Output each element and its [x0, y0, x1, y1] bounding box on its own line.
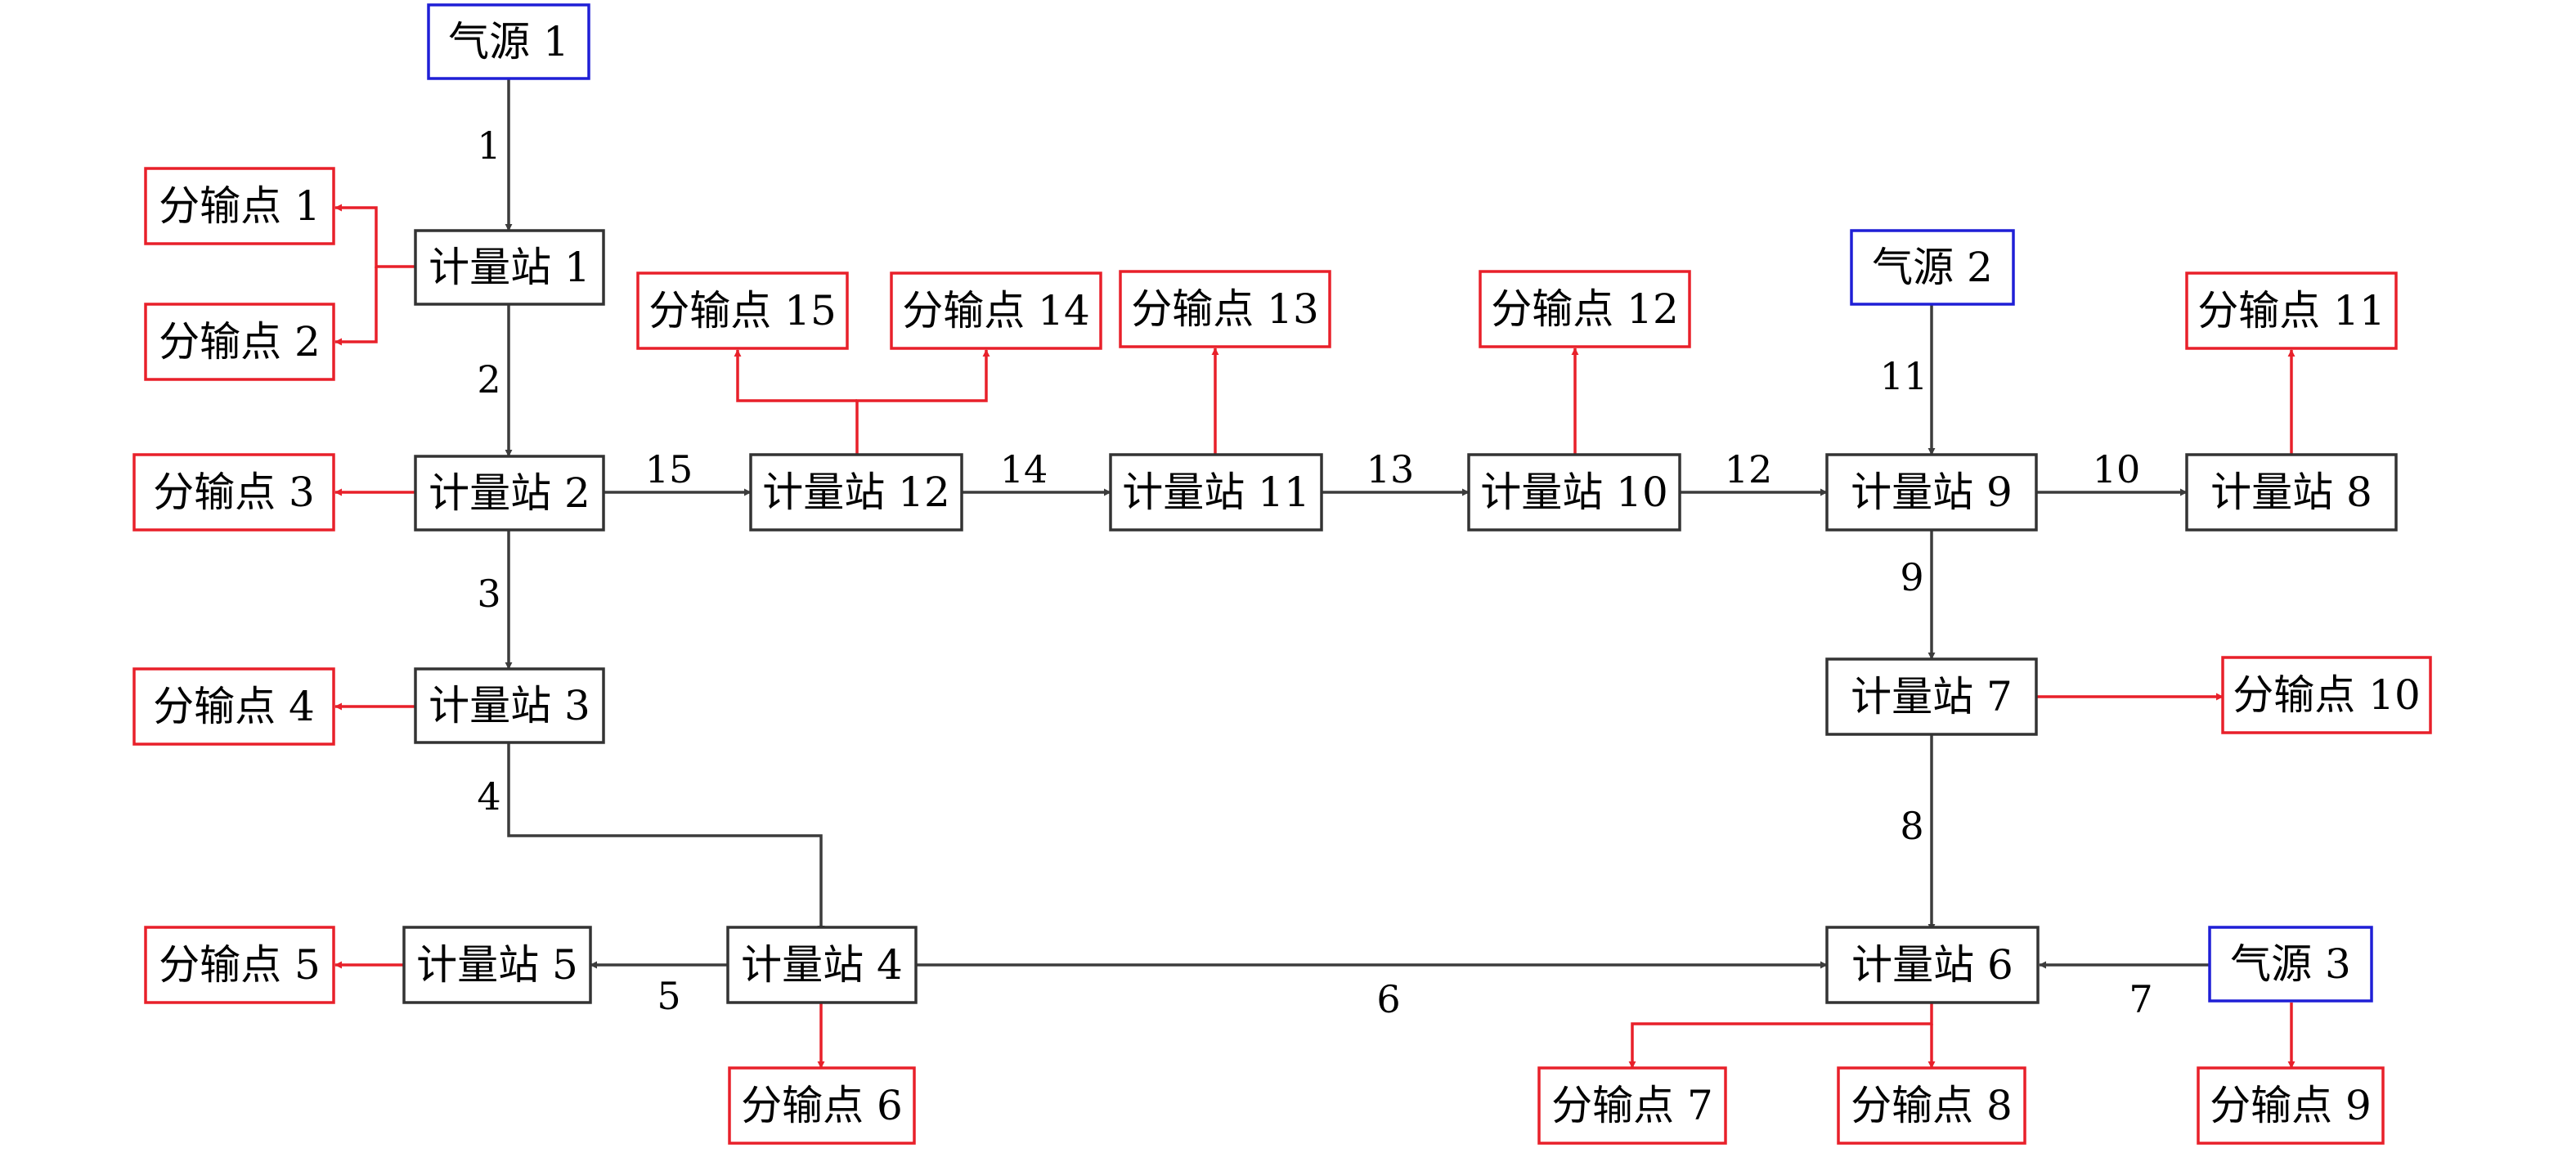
pipe-label-4: 4	[477, 774, 500, 819]
station-5-box	[402, 926, 592, 1004]
source-1-box	[427, 3, 590, 80]
station-11-box	[1109, 453, 1323, 532]
station-4-box	[726, 926, 918, 1004]
source-2-box	[1850, 229, 2015, 306]
offtake-12-box	[1479, 270, 1691, 348]
station-11-label: 计量站 11	[1122, 469, 1310, 516]
station-9-label: 计量站 9	[1851, 469, 2013, 516]
station-1-label: 计量站 1	[429, 244, 590, 291]
branch-st1-off2	[334, 267, 378, 346]
offtake-5-box	[144, 926, 335, 1004]
station-3-label: 计量站 3	[429, 682, 590, 729]
offtake-13-box	[1119, 270, 1331, 348]
offtake-3-label: 分输点 3	[153, 469, 315, 516]
offtake-4-label: 分输点 4	[153, 683, 315, 730]
offtake-9-box	[2197, 1066, 2385, 1145]
offtake-14-label: 分输点 14	[902, 287, 1090, 334]
station-2-label: 计量站 2	[429, 469, 590, 517]
branch-st6-off7	[1628, 1003, 1933, 1069]
offtake-11-label: 分输点 11	[2197, 287, 2385, 334]
station-3-box	[414, 667, 605, 744]
pipe-label-12: 12	[1725, 447, 1773, 491]
station-6-box	[1825, 926, 2040, 1004]
gas-sources: 气源 1 气源 2 气源 3	[427, 3, 2373, 1003]
offtake-8-box	[1837, 1066, 2026, 1145]
pipe-label-6: 6	[1376, 977, 1400, 1021]
offtake-2-label: 分输点 2	[159, 318, 321, 366]
offtake-1-box	[144, 167, 335, 245]
pipe-label-11: 11	[1880, 354, 1928, 398]
station-10-box	[1467, 453, 1681, 532]
offtake-15-label: 分输点 15	[648, 287, 837, 334]
pipe-label-10: 10	[2093, 447, 2141, 491]
station-2-box	[414, 455, 605, 532]
station-12-box	[749, 453, 963, 532]
station-10-label: 计量站 10	[1480, 469, 1668, 516]
pipe-label-13: 13	[1367, 447, 1415, 491]
source-1-label: 气源 1	[448, 18, 569, 65]
offtake-5-label: 分输点 5	[159, 941, 321, 989]
station-6-label: 计量站 6	[1851, 941, 2013, 989]
metering-stations: 计量站 1 计量站 2 计量站 3 计量站 4 计量站 5 计量站 6 计量站 …	[402, 229, 2398, 1004]
branch-st12-off14	[855, 349, 990, 455]
offtake-7-box	[1537, 1066, 1727, 1145]
offtake-8-label: 分输点 8	[1851, 1082, 2013, 1129]
pipe-label-1: 1	[477, 123, 500, 168]
offtake-9-label: 分输点 9	[2210, 1082, 2372, 1129]
offtake-connectors	[334, 204, 2296, 1069]
offtake-11-box	[2185, 271, 2398, 350]
branch-st12-off15	[734, 349, 857, 402]
offtake-15-box	[636, 271, 849, 350]
station-5-label: 计量站 5	[416, 941, 578, 989]
station-4-label: 计量站 4	[741, 941, 903, 989]
pipe-4	[507, 742, 825, 933]
pipe-label-2: 2	[477, 357, 500, 402]
station-8-label: 计量站 8	[2210, 469, 2372, 516]
pipe-number-labels: 1 2 3 4 5 6 7 8 9 10 11 12 13 14 15	[477, 123, 2152, 1021]
offtake-1-label: 分输点 1	[159, 182, 321, 230]
offtake-10-label: 分输点 10	[2233, 671, 2421, 719]
offtake-6-label: 分输点 6	[741, 1082, 903, 1129]
pipe-label-15: 15	[645, 447, 693, 491]
pipe-label-5: 5	[657, 974, 680, 1018]
pipe-connectors	[505, 79, 2210, 969]
branch-st1-off1	[334, 204, 415, 268]
offtake-2-box	[144, 303, 335, 381]
station-1-box	[414, 229, 605, 306]
station-8-box	[2185, 453, 2398, 532]
pipe-label-8: 8	[1900, 804, 1923, 848]
pipe-label-9: 9	[1900, 555, 1923, 599]
station-7-box	[1825, 657, 2038, 736]
offtake-6-box	[728, 1066, 916, 1145]
pipe-label-14: 14	[1000, 447, 1048, 491]
pipe-label-7: 7	[2129, 977, 2152, 1021]
station-7-label: 计量站 7	[1851, 673, 2013, 720]
offtake-14-box	[890, 271, 1102, 350]
source-2-label: 气源 2	[1872, 244, 1993, 291]
pipe-label-3: 3	[477, 572, 500, 616]
station-9-box	[1825, 453, 2038, 532]
offtake-13-label: 分输点 13	[1131, 285, 1319, 333]
source-3-box	[2208, 926, 2373, 1003]
station-12-label: 计量站 12	[762, 469, 950, 516]
source-3-label: 气源 3	[2230, 940, 2351, 988]
offtake-12-label: 分输点 12	[1491, 285, 1679, 333]
offtake-points: 分输点 1 分输点 2 分输点 3 分输点 4 分输点 5 分输点 6 分输点 …	[132, 167, 2432, 1145]
offtake-10-box	[2221, 656, 2432, 734]
offtake-3-box	[132, 453, 335, 532]
offtake-4-box	[132, 667, 335, 746]
offtake-7-label: 分输点 7	[1551, 1082, 1713, 1129]
